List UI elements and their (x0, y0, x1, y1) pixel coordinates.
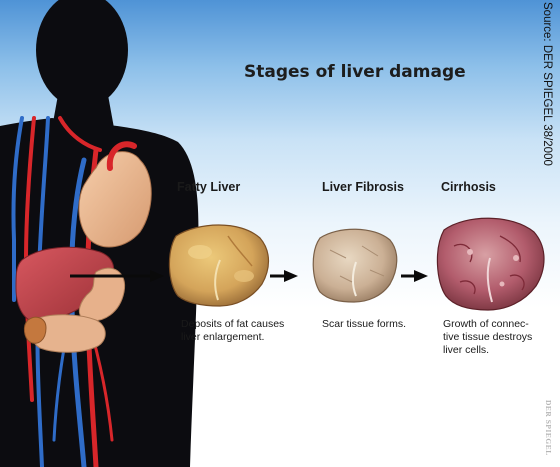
progression-arrows (70, 270, 428, 282)
source-credit: Source: DER SPIEGEL 38/2000 (541, 2, 553, 166)
stage-name-liver-fibrosis: Liver Fibrosis (322, 180, 404, 194)
stage-name-fatty-liver: Fatty Liver (177, 180, 241, 194)
fibrosis-liver-image (312, 228, 398, 303)
fatty-liver-image (168, 224, 270, 307)
neck (52, 95, 114, 128)
kidney-organ (23, 316, 47, 344)
stage-name-cirrhosis: Cirrhosis (441, 180, 496, 194)
heart-organ (78, 151, 152, 248)
stage-description-liver-fibrosis: Scar tissue forms. (322, 318, 407, 330)
artery-vessel (58, 116, 102, 152)
aorta (106, 141, 137, 171)
head (36, 0, 128, 108)
cirrhosis-liver-image (436, 217, 545, 311)
arrow-head (414, 270, 428, 282)
vein-vessel (11, 116, 24, 302)
diagram-title: Stages of liver damage (244, 62, 466, 82)
arrow-head (284, 270, 298, 282)
arrow-head (150, 270, 164, 282)
stage-description-fatty-liver: Deposits of fat causes liver enlargement… (181, 318, 285, 343)
stage-description-cirrhosis: Growth of connec- tive tissue destroys l… (443, 318, 533, 356)
watermark-logo: DER SPIEGEL (544, 400, 553, 456)
